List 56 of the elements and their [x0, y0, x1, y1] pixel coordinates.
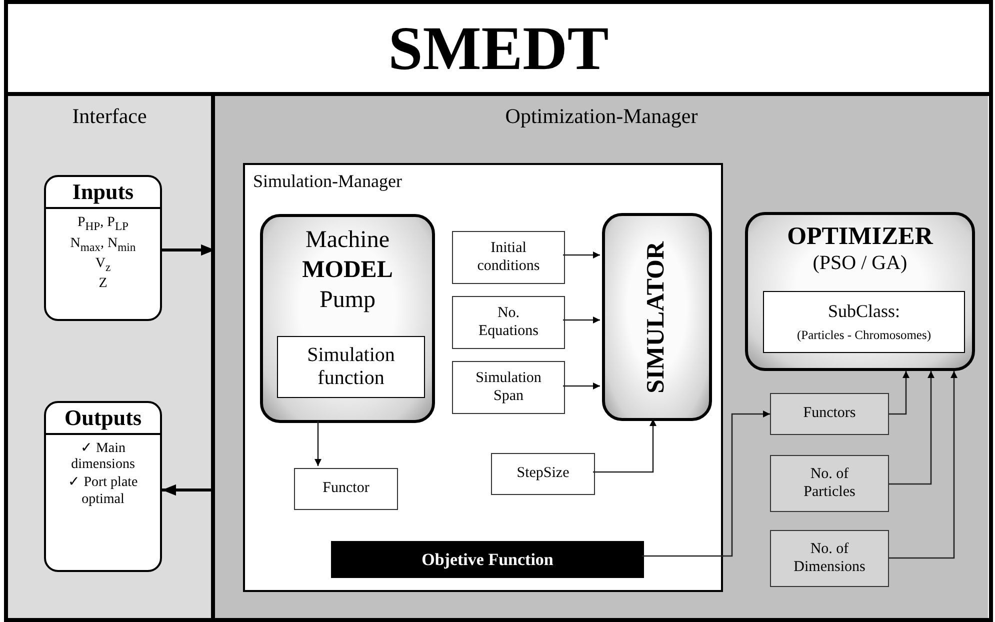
simulator-box: [602, 213, 712, 421]
box-label: Simulation Span: [474, 370, 542, 405]
parameter-box: [770, 455, 889, 512]
vertical-label: SIMULATOR: [642, 241, 671, 393]
card-heading: Outputs: [46, 403, 160, 436]
optimizer-box: [745, 212, 975, 371]
model-box: [260, 214, 435, 423]
stepsize-box: [491, 453, 595, 495]
input-variable: P$_{HP}$, P$_{LP}$: [76, 215, 130, 234]
subclass-box: [763, 291, 965, 353]
box-label: SubClass:: [828, 301, 900, 322]
parameter-box: [452, 296, 565, 349]
panel-title: Interface: [71, 104, 148, 128]
arrow: [314, 421, 322, 466]
box-label: Functor: [322, 480, 370, 498]
objective-function-bar: [331, 541, 644, 578]
box-label: Initial conditions: [476, 240, 541, 275]
box-label: Simulation function: [306, 344, 396, 390]
arrow: [889, 371, 910, 415]
parameter-box: [452, 231, 565, 284]
box-label: Functors: [802, 405, 857, 423]
arrow: [642, 410, 770, 557]
optimization-manager-panel: [215, 96, 988, 618]
input-variable: V$_{z}$: [94, 256, 112, 274]
panel-title: Optimization-Manager: [504, 104, 699, 128]
outputs-card: [44, 401, 162, 572]
arrow: [563, 252, 600, 258]
output-item: ✓ Port plate optimal: [67, 475, 139, 508]
input-variable: Z: [98, 276, 108, 292]
arrow: [563, 382, 600, 390]
arrow: [889, 371, 934, 485]
subclass-detail: (Particles - Chromosomes): [796, 328, 931, 343]
card-heading: Inputs: [46, 177, 160, 210]
output-item: ✓ Main dimensions: [70, 441, 136, 474]
algorithm-label: (PSO / GA): [812, 252, 908, 275]
function-box: [277, 336, 425, 398]
bar-label: Objetive Function: [422, 550, 554, 570]
arrow: [889, 371, 958, 559]
interface-panel: [8, 96, 215, 618]
box-title: Simulation-Manager: [253, 171, 402, 192]
functor-box: [294, 468, 398, 510]
box-label: StepSize: [516, 465, 570, 483]
diagram-title: SMEDT: [388, 14, 609, 84]
input-variable: N$_{max}$, N$_{min}$: [69, 236, 137, 254]
inputs-card: [44, 175, 162, 321]
model-label: Machine MODEL Pump: [301, 226, 394, 315]
parameter-box: [770, 530, 889, 587]
box-label: No. of Dimensions: [792, 541, 866, 576]
parameter-box: [452, 361, 565, 414]
box-label: No. of Particles: [802, 466, 856, 501]
arrow: [563, 316, 600, 324]
parameter-box: [770, 393, 889, 435]
arrow: [593, 419, 656, 473]
simulation-manager-box: [243, 163, 723, 592]
box-label: No. Equations: [478, 305, 540, 340]
box-heading: OPTIMIZER: [787, 223, 933, 252]
